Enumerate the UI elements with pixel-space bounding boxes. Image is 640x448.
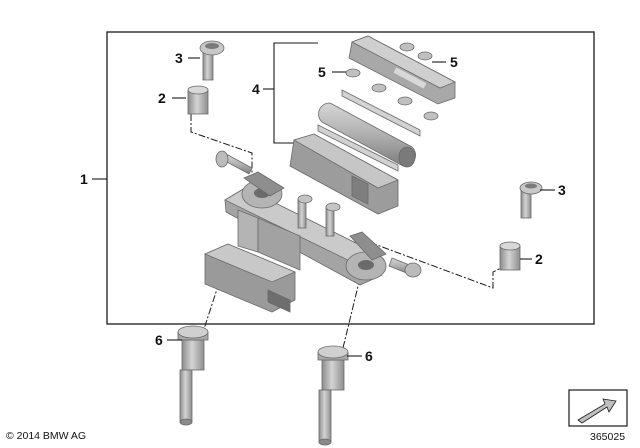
callout-5-mid: 5 xyxy=(318,64,326,80)
handlebar-clamp xyxy=(203,209,301,313)
rubber-strip xyxy=(317,89,421,172)
callout-3-right: 3 xyxy=(558,182,566,198)
clamp-block xyxy=(289,133,399,215)
bushing-part-2-left xyxy=(187,85,209,115)
pin-set-part-5 xyxy=(345,42,439,121)
screw-part-3-right xyxy=(519,181,543,219)
screw-upper-left xyxy=(215,150,253,175)
riser-part-6-left xyxy=(177,325,209,426)
alignment-line-center xyxy=(341,277,361,353)
bracket-bolts xyxy=(297,194,341,237)
image-code: 365025 xyxy=(590,431,626,443)
assembly-frame xyxy=(106,31,595,325)
bracket-4 xyxy=(273,42,318,144)
callout-2-left: 2 xyxy=(158,90,166,106)
bushing-part-2-right xyxy=(499,241,521,271)
riser-part-6-right xyxy=(317,345,349,446)
callout-5-top: 5 xyxy=(450,54,458,70)
screw-lower-right xyxy=(388,257,422,278)
alignment-line-left-bottom xyxy=(202,282,220,333)
callout-4: 4 xyxy=(252,81,260,97)
callout-6-left: 6 xyxy=(155,332,163,348)
screw-part-3-left xyxy=(199,40,225,81)
callout-3-left: 3 xyxy=(175,50,183,66)
clamp-plate-top xyxy=(348,35,456,105)
callout-6-right: 6 xyxy=(365,348,373,364)
callout-1: 1 xyxy=(80,171,88,187)
copyright-text: © 2014 BMW AG xyxy=(6,430,87,442)
callout-2-right: 2 xyxy=(535,251,543,267)
arrow-icon xyxy=(568,389,628,427)
